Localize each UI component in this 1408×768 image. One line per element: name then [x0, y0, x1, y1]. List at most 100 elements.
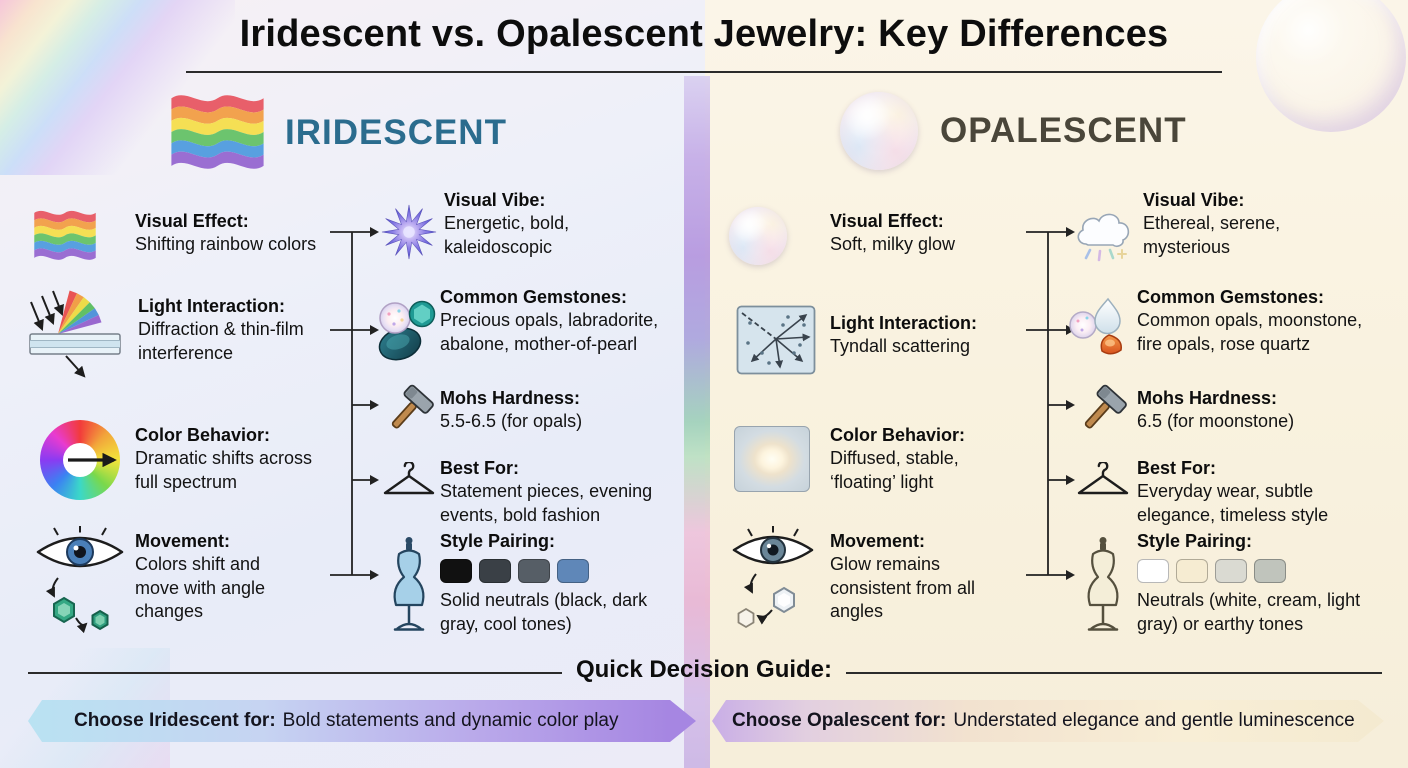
pearl-icon — [729, 207, 787, 265]
diffused-glow-icon — [734, 426, 810, 492]
banner-text: Bold statements and dynamic color play — [282, 710, 619, 731]
opalescent-visual-effect: Visual Effect: Soft, milky glow — [830, 210, 1030, 257]
center-divider — [684, 76, 710, 768]
item-label: Visual Effect: — [830, 211, 944, 231]
pearl-icon — [840, 92, 918, 170]
iridescent-visual-vibe: Visual Vibe: Energetic, bold, kaleidosco… — [444, 189, 619, 259]
opalescent-style-pairing: Style Pairing: Neutrals (white, cream, l… — [1137, 530, 1379, 636]
banner-label: Choose Iridescent for: — [74, 710, 276, 731]
hanger-icon — [1076, 460, 1130, 511]
item-desc: Diffused, stable, ‘floating’ light — [830, 448, 959, 492]
item-desc: Glow remains consistent from all angles — [830, 554, 976, 622]
item-label: Color Behavior: — [135, 425, 271, 445]
item-label: Common Gemstones: — [440, 287, 628, 307]
swatch-cream — [1176, 559, 1208, 584]
swatch-gray — [518, 559, 550, 584]
eye-gems-icon — [30, 526, 130, 639]
iridescent-hardness: Mohs Hardness: 5.5-6.5 (for opals) — [440, 387, 660, 434]
prism-diffraction-icon — [28, 288, 126, 388]
item-desc: Dramatic shifts across full spectrum — [135, 448, 313, 492]
rainbow-flag-icon — [34, 206, 96, 267]
item-desc: Tyndall scattering — [830, 336, 971, 357]
item-desc: Ethereal, serene, mysterious — [1143, 213, 1281, 257]
opalescent-header: OPALESCENT — [840, 92, 1187, 170]
swatch-black — [440, 559, 472, 584]
swatch-white — [1137, 559, 1169, 584]
opalescent-movement: Movement: Glow remains consistent from a… — [830, 530, 995, 624]
item-desc: Energetic, bold, kaleidoscopic — [444, 213, 570, 257]
item-desc: Shifting rainbow colors — [135, 234, 317, 255]
dress-form-icon — [382, 536, 436, 641]
swatch-gray — [1254, 559, 1286, 584]
opalescent-background — [705, 0, 1408, 768]
guide-divider-left — [28, 672, 562, 674]
item-desc: Soft, milky glow — [830, 234, 956, 255]
style-swatches — [440, 559, 670, 584]
tyndall-scattering-icon — [736, 305, 816, 380]
iridescent-gemstones: Common Gemstones: Precious opals, labrad… — [440, 286, 680, 356]
iridescent-heading: IRIDESCENT — [285, 112, 507, 152]
item-desc: Statement pieces, evening events, bold f… — [440, 481, 653, 525]
opalescent-best-for: Best For: Everyday wear, subtle elegance… — [1137, 457, 1352, 527]
starburst-icon — [380, 203, 438, 266]
item-label: Movement: — [135, 531, 231, 551]
item-label: Mohs Hardness: — [1137, 388, 1278, 408]
opalescent-connector-arrows — [1026, 225, 1078, 590]
opalescent-color-behavior: Color Behavior: Diffused, stable, ‘float… — [830, 424, 1005, 494]
item-desc: Precious opals, labradorite, abalone, mo… — [440, 310, 659, 354]
item-label: Visual Vibe: — [1143, 190, 1245, 210]
item-desc: Common opals, moonstone, fire opals, ros… — [1137, 310, 1363, 354]
item-label: Best For: — [1137, 458, 1217, 478]
opalescent-light-interaction: Light Interaction: Tyndall scattering — [830, 312, 1030, 359]
opal-gems-icon — [376, 297, 438, 366]
opal-moonstone-icon — [1068, 297, 1132, 362]
opalescent-gemstones: Common Gemstones: Common opals, moonston… — [1137, 286, 1372, 356]
item-label: Style Pairing: — [440, 531, 556, 551]
iridescent-header: IRIDESCENT — [170, 88, 507, 177]
item-desc: Diffraction & thin-film interference — [138, 319, 304, 363]
opalescent-heading: OPALESCENT — [940, 111, 1187, 150]
title-underline — [186, 71, 1222, 73]
item-label: Style Pairing: — [1137, 531, 1253, 551]
item-label: Visual Effect: — [135, 211, 249, 231]
soap-bubble-decoration — [1256, 0, 1406, 132]
swatch-dark-gray — [479, 559, 511, 584]
item-label: Light Interaction: — [138, 296, 285, 316]
item-label: Movement: — [830, 531, 926, 551]
item-desc: Solid neutrals (black, dark gray, cool t… — [440, 590, 648, 634]
cloud-rays-icon — [1072, 206, 1136, 269]
hanger-icon — [382, 460, 436, 511]
opalescent-hardness: Mohs Hardness: 6.5 (for moonstone) — [1137, 387, 1357, 434]
iridescent-color-behavior: Color Behavior: Dramatic shifts across f… — [135, 424, 315, 494]
hammer-icon — [383, 384, 435, 441]
banner-text: Understated elegance and gentle luminesc… — [953, 710, 1355, 731]
iridescent-choice-banner: Choose Iridescent for: Bold statements a… — [28, 700, 696, 742]
guide-title: Quick Decision Guide: — [575, 656, 833, 683]
iridescent-movement: Movement: Colors shift and move with ang… — [135, 530, 295, 624]
style-swatches — [1137, 559, 1379, 584]
iridescent-style-pairing: Style Pairing: Solid neutrals (black, da… — [440, 530, 670, 636]
opalescent-choice-banner: Choose Opalescent for: Understated elega… — [712, 700, 1384, 742]
hammer-icon — [1076, 384, 1128, 441]
color-wheel-icon — [40, 420, 120, 500]
opalescent-visual-vibe: Visual Vibe: Ethereal, serene, mysteriou… — [1143, 189, 1318, 259]
page-title: Iridescent vs. Opalescent Jewelry: Key D… — [239, 13, 1169, 55]
item-label: Common Gemstones: — [1137, 287, 1325, 307]
item-desc: 5.5-6.5 (for opals) — [440, 411, 583, 432]
iridescent-connector-arrows — [330, 225, 382, 590]
item-label: Visual Vibe: — [444, 190, 546, 210]
eye-gem-icon — [728, 526, 818, 635]
guide-divider-right — [846, 672, 1382, 674]
swatch-steel-blue — [557, 559, 589, 584]
iridescent-light-interaction: Light Interaction: Diffraction & thin-fi… — [138, 295, 343, 365]
item-label: Best For: — [440, 458, 520, 478]
item-desc: Neutrals (white, cream, light gray) or e… — [1137, 590, 1361, 634]
banner-label: Choose Opalescent for: — [732, 710, 947, 731]
rainbow-flag-icon — [170, 88, 265, 177]
dress-form-icon — [1076, 536, 1130, 641]
item-desc: 6.5 (for moonstone) — [1137, 411, 1295, 432]
swatch-light-gray — [1215, 559, 1247, 584]
iridescent-best-for: Best For: Statement pieces, evening even… — [440, 457, 670, 527]
item-label: Mohs Hardness: — [440, 388, 581, 408]
